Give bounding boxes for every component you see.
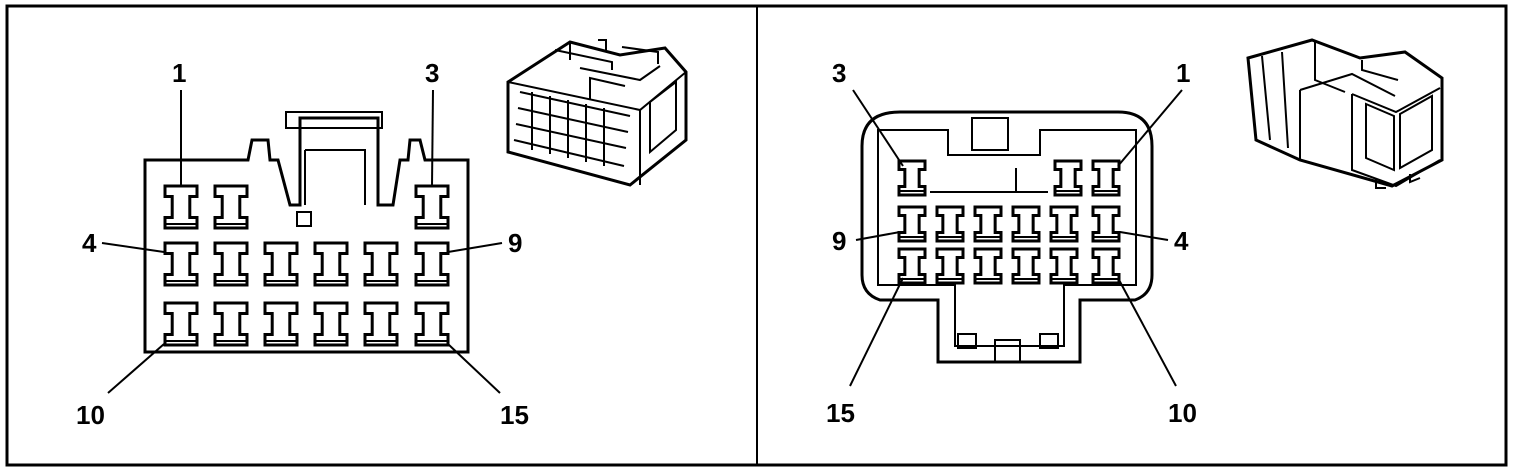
left-leader-10 xyxy=(107,343,165,394)
right-connector-housing xyxy=(860,110,1154,364)
left-leader-3 xyxy=(431,89,434,187)
right-inner-rim xyxy=(877,129,1137,347)
left-cavity xyxy=(313,301,349,347)
right-pin-label-10: 10 xyxy=(1168,398,1197,428)
right-cavity xyxy=(935,247,965,285)
left-lock-tab xyxy=(285,111,383,205)
left-leader-9 xyxy=(447,242,503,253)
left-pin-label-15: 15 xyxy=(500,400,529,430)
right-cavity xyxy=(897,247,927,285)
right-latch-window xyxy=(971,117,1009,151)
right-cavity xyxy=(897,205,927,243)
left-cavity xyxy=(263,301,299,347)
right-cavity xyxy=(1049,247,1079,285)
left-cavity xyxy=(213,241,249,287)
right-connector-isometric-image xyxy=(1246,38,1444,189)
right-cavity xyxy=(897,159,927,197)
right-bottom-notch xyxy=(994,339,1021,362)
left-cavity xyxy=(163,301,199,347)
left-connector-housing xyxy=(143,116,470,354)
right-leader-10 xyxy=(1117,277,1177,387)
left-cavity xyxy=(414,184,450,230)
right-cavity xyxy=(1091,159,1121,197)
left-cavity xyxy=(414,301,450,347)
left-pin-label-9: 9 xyxy=(508,228,522,258)
left-cavity xyxy=(213,301,249,347)
left-connector-isometric-image xyxy=(506,39,688,187)
left-cavity xyxy=(163,241,199,287)
right-cavities xyxy=(897,159,1121,285)
left-cavity xyxy=(163,184,199,230)
left-pin-label-1: 1 xyxy=(172,58,186,88)
right-leader-4 xyxy=(1119,231,1169,241)
right-cavity xyxy=(1091,247,1121,285)
left-cavity xyxy=(313,241,349,287)
left-cavity xyxy=(263,241,299,287)
right-pin-label-3: 3 xyxy=(832,58,846,88)
right-pin-label-4: 4 xyxy=(1174,226,1189,256)
right-pin-label-1: 1 xyxy=(1176,58,1190,88)
left-cavity xyxy=(363,301,399,347)
right-leader-15 xyxy=(849,277,904,387)
right-pin-label-15: 15 xyxy=(826,398,855,428)
right-leader-1 xyxy=(1117,89,1183,167)
right-bottom-slot-right xyxy=(1039,333,1059,349)
left-cavity xyxy=(414,241,450,287)
left-polarization-key xyxy=(296,211,312,227)
left-pin-label-3: 3 xyxy=(425,58,439,88)
right-cavity xyxy=(973,247,1003,285)
right-pin-label-9: 9 xyxy=(832,226,846,256)
right-cavity xyxy=(1091,205,1121,243)
right-leader-3 xyxy=(852,89,904,167)
left-cavity xyxy=(363,241,399,287)
left-cavities xyxy=(163,184,450,347)
right-panel: 3 1 9 4 15 10 xyxy=(826,38,1444,428)
left-pin-label-4: 4 xyxy=(82,228,97,258)
right-bottom-slot-left xyxy=(957,333,977,349)
right-cavity xyxy=(973,205,1003,243)
left-leader-4 xyxy=(101,242,165,253)
right-cavity xyxy=(1049,205,1079,243)
right-leader-9 xyxy=(855,231,901,241)
right-cavity xyxy=(935,205,965,243)
right-key-rib xyxy=(930,168,1048,193)
right-cavity xyxy=(1011,205,1041,243)
left-pin-label-10: 10 xyxy=(76,400,105,430)
left-cavity xyxy=(213,184,249,230)
left-panel: 1 3 4 9 10 15 xyxy=(76,39,688,430)
right-cavity xyxy=(1053,159,1083,197)
right-cavity xyxy=(1011,247,1041,285)
left-leader-15 xyxy=(447,343,501,394)
